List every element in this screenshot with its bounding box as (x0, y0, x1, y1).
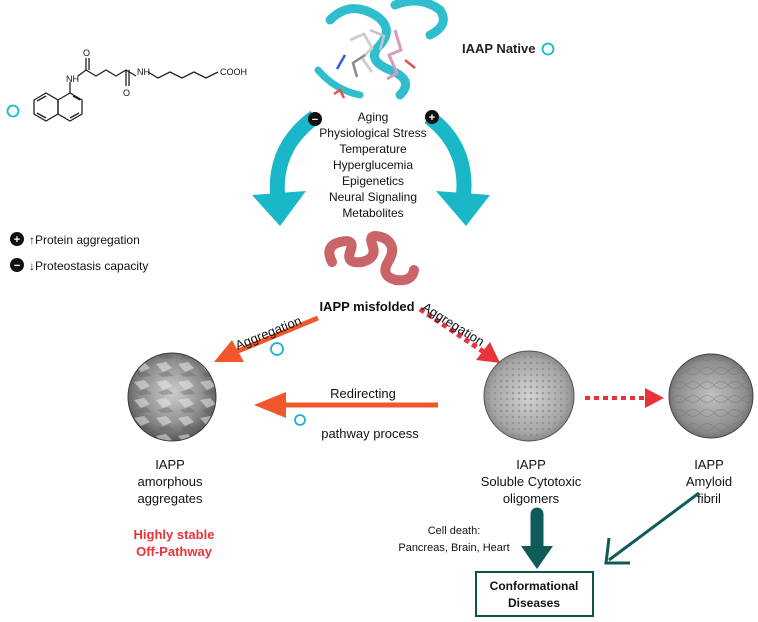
oligomers-label-line: oligomers (503, 491, 560, 506)
molecule-teal-ring (6, 104, 20, 118)
stressor-item: Hyperglucemia (333, 158, 413, 172)
off-pathway-line: Highly stable (134, 527, 215, 542)
right-teal-arrow (424, 111, 490, 226)
misfolded-protein-worm (324, 231, 419, 286)
disease-line: Diseases (508, 596, 560, 610)
conformational-diseases-box (475, 571, 594, 617)
disease-line: Conformational (490, 579, 579, 593)
legend-minus-text: ↓Proteostasis capacity (29, 259, 148, 273)
fibril-to-disease-arrow (604, 491, 700, 565)
soluble-oligomers-micrograph (483, 350, 575, 442)
oligomers-label-line: IAPP (516, 457, 546, 472)
left-teal-arrow (252, 110, 320, 226)
oligomers-label-line: Soluble Cytotoxic (481, 474, 582, 489)
amorphous-label-line: IAPP (155, 457, 185, 472)
stressor-item: Neural Signaling (329, 190, 417, 204)
aggregation-label-right: Aggregation (420, 299, 487, 349)
stressor-list: Aging Physiological Stress Temperature H… (319, 110, 426, 220)
chemical-structure (33, 58, 219, 122)
amide-label-1: NH (66, 74, 79, 84)
plus-badge-right-arrow (425, 110, 439, 124)
aggregation-arrow-right (418, 306, 500, 363)
amyloid-fibril-micrograph (668, 353, 754, 439)
amorphous-aggregates-micrograph (127, 352, 217, 442)
redirecting-arrow (254, 392, 438, 418)
fibril-label-line: IAPP (694, 457, 724, 472)
legend-plus-text: ↑Protein aggregation (29, 233, 140, 247)
cell-death-line: Cell death: (428, 525, 481, 537)
oligomer-to-fibril-arrow (585, 388, 664, 408)
legend-plus-icon (10, 232, 24, 246)
plus-badge-symbol: + (429, 112, 435, 124)
stressor-item: Metabolites (342, 206, 403, 220)
off-pathway-note: Highly stable Off-Pathway (134, 527, 215, 559)
misfolded-label: IAPP misfolded (319, 299, 414, 314)
minus-badge-symbol: − (312, 114, 318, 126)
cell-death-line: Pancreas, Brain, Heart (398, 542, 509, 554)
redirecting-label-bottom: pathway process (321, 426, 419, 441)
stressor-item: Epigenetics (342, 174, 404, 188)
fibril-label: IAPP Amyloid fibril (686, 457, 732, 506)
native-protein-structure (314, 0, 448, 100)
legend-minus-icon (10, 258, 24, 272)
fibril-label-line: fibril (697, 491, 721, 506)
oxygen-label-1: O (83, 48, 90, 58)
redirecting-label-top: Redirecting (330, 386, 396, 401)
legend-plus-symbol: + (14, 234, 20, 246)
stressor-item: Temperature (339, 142, 407, 156)
amide-label-2: NH (137, 67, 150, 77)
oxygen-label-2: O (123, 88, 130, 98)
amorphous-label-line: aggregates (137, 491, 203, 506)
oligomers-label: IAPP Soluble Cytotoxic oligomers (481, 457, 582, 506)
aggregation-teal-ring (270, 342, 284, 356)
amorphous-label-line: amorphous (137, 474, 203, 489)
aggregation-label-left: Aggregation (233, 313, 304, 353)
cooh-label: COOH (220, 67, 247, 77)
redirect-teal-ring (294, 414, 306, 426)
fibril-label-line: Amyloid (686, 474, 732, 489)
stressor-item: Aging (358, 110, 389, 124)
off-pathway-line: Off-Pathway (136, 544, 213, 559)
aggregation-arrow-left (214, 315, 319, 362)
minus-badge-left-arrow (308, 112, 322, 126)
cell-death-note: Cell death: Pancreas, Brain, Heart (398, 525, 509, 554)
legend-minus-symbol: − (14, 260, 20, 272)
native-teal-ring (541, 42, 555, 56)
amorphous-label: IAPP amorphous aggregates (137, 457, 203, 506)
stressor-item: Physiological Stress (319, 126, 426, 140)
oligomer-to-disease-arrow (521, 507, 553, 569)
native-label: IAAP Native (462, 41, 535, 56)
